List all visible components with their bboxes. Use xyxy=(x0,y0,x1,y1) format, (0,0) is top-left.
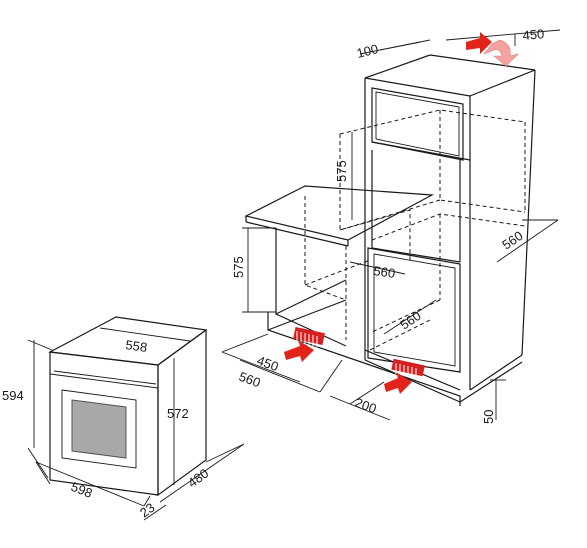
top-clearance-label: 100 xyxy=(355,41,380,61)
oven-appliance xyxy=(48,316,208,497)
airflow-arrow-in-right xyxy=(384,372,412,394)
side-depth-label: 560 xyxy=(499,228,525,253)
base-depth-label: 450 xyxy=(255,353,281,375)
oven-door-thickness-label: 23 xyxy=(137,500,158,521)
oven-cavity-height-label: 572 xyxy=(167,406,189,421)
oven-top-width-label: 558 xyxy=(125,337,149,355)
vent-grille-right-slats xyxy=(395,363,417,379)
oven-height-label: 594 xyxy=(2,388,24,403)
under-counter-dimensions xyxy=(221,227,406,393)
upper-height-label: 575 xyxy=(334,160,349,182)
column-cabinet xyxy=(339,54,536,403)
top-depth-label: 450 xyxy=(522,26,545,43)
top-vent-arrow-red xyxy=(466,32,492,54)
oven-dimensions xyxy=(27,327,245,521)
base-width-label: 560 xyxy=(237,369,263,391)
airflow-arrow-in-left xyxy=(284,340,314,362)
under-counter-width-label: 560 xyxy=(373,263,397,281)
plinth-height-label: 50 xyxy=(481,410,496,424)
column-dimensions xyxy=(329,29,561,421)
oven-width-label: 598 xyxy=(69,479,95,501)
vent-width-label: 200 xyxy=(353,395,379,417)
top-vent-arrow-pink xyxy=(483,39,519,67)
oven-window xyxy=(71,399,127,459)
under-counter-height-label: 575 xyxy=(231,256,246,278)
vent-grille-left-slats xyxy=(296,331,318,347)
inner-depth-label: 560 xyxy=(397,308,423,333)
